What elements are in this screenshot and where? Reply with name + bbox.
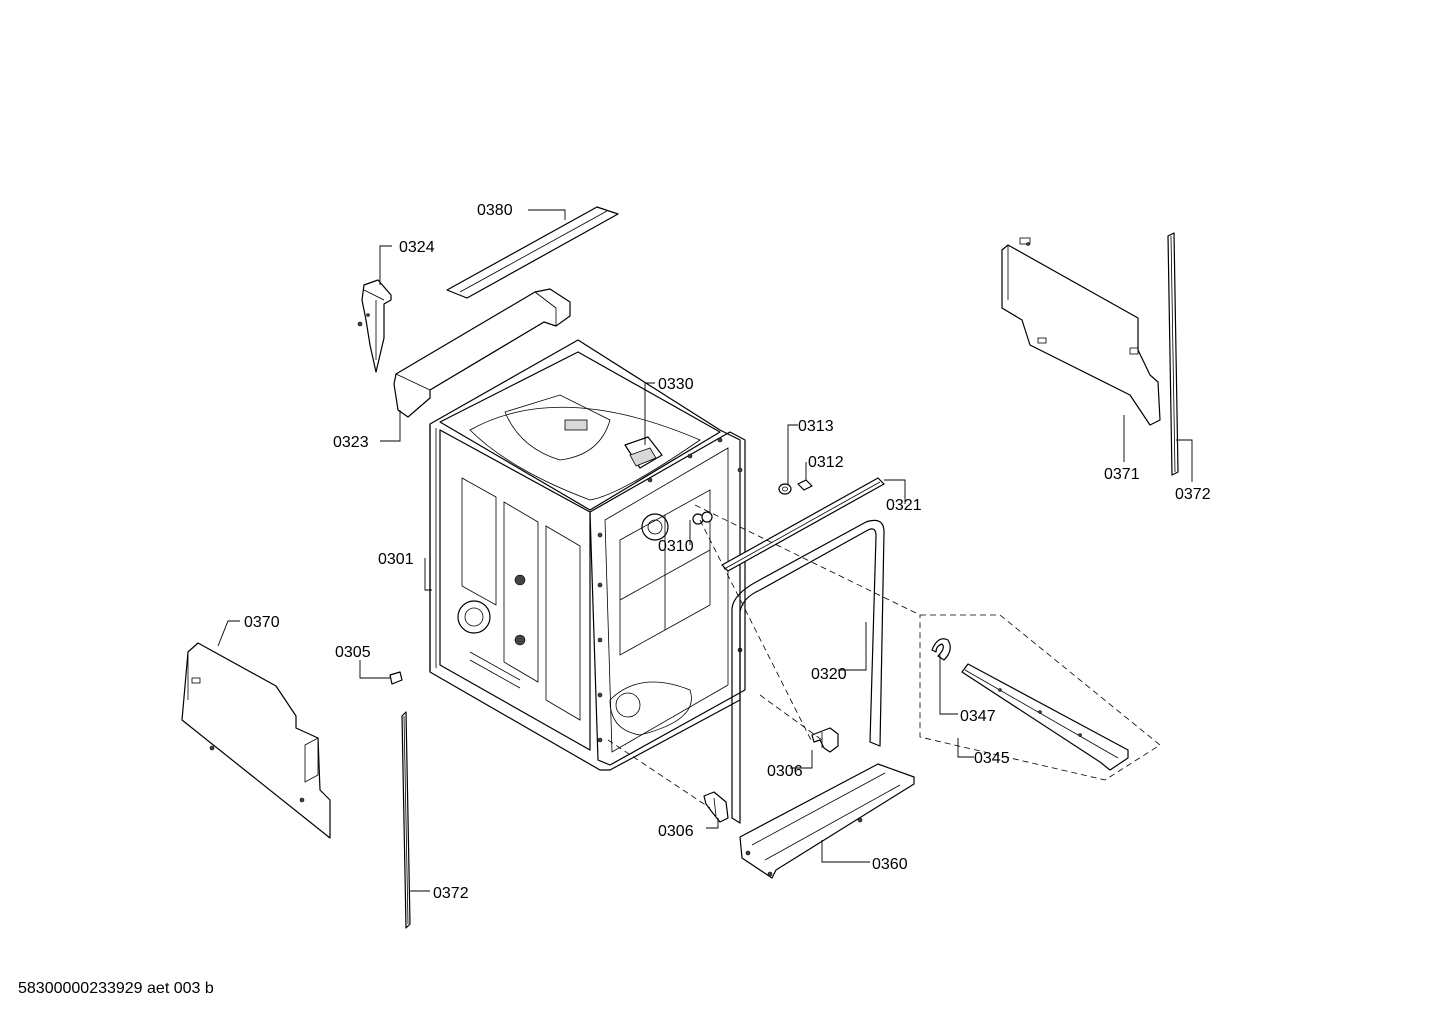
label-0347[interactable]: 0347 [960,708,996,725]
part-0345-side-rail[interactable] [961,663,1129,771]
part-0320-door-seal[interactable] [731,519,885,824]
label-0310[interactable]: 0310 [658,538,694,555]
label-0372-left[interactable]: 0372 [433,885,469,902]
part-labels: 0380 0324 0323 0330 0313 0312 0321 0310 … [244,202,1211,902]
label-0345[interactable]: 0345 [974,750,1010,767]
part-0301-tub[interactable] [429,339,746,771]
part-0312-nut[interactable] [797,479,813,491]
part-0305-clip[interactable] [389,671,403,685]
part-0347-clip[interactable] [931,638,951,661]
part-0330-top-hinge[interactable] [624,436,663,469]
label-0380[interactable]: 0380 [477,202,513,219]
part-0321-rail[interactable] [721,477,885,572]
label-0371[interactable]: 0371 [1104,466,1140,483]
part-0313-washer[interactable] [778,483,792,495]
part-0380-top-strip[interactable] [446,206,619,299]
part-0371-side-panel-right[interactable] [1001,237,1161,426]
part-0372-strip-left[interactable] [401,711,411,929]
part-0306-bracket-right[interactable] [811,727,839,753]
label-0305[interactable]: 0305 [335,644,371,661]
part-0345-kit-box [919,614,1161,781]
label-0324[interactable]: 0324 [399,239,435,256]
label-0370[interactable]: 0370 [244,614,280,631]
part-0306-bracket-left[interactable] [703,791,729,823]
part-0324-bracket[interactable] [357,279,392,373]
label-0301[interactable]: 0301 [378,551,414,568]
part-0372-strip-right[interactable] [1167,232,1179,476]
label-0312[interactable]: 0312 [808,454,844,471]
label-0330[interactable]: 0330 [658,376,694,393]
label-0360[interactable]: 0360 [872,856,908,873]
label-0313[interactable]: 0313 [798,418,834,435]
leader-lines [217,209,1193,892]
drawing-reference-id: 58300000233929 aet 003 b [18,980,214,997]
part-0370-side-panel-left[interactable] [181,642,331,839]
label-0372-right[interactable]: 0372 [1175,486,1211,503]
label-0306-right[interactable]: 0306 [767,763,803,780]
assembly-lines [607,504,921,809]
part-0360-base-tray[interactable] [739,763,915,879]
label-0323[interactable]: 0323 [333,434,369,451]
label-0320[interactable]: 0320 [811,666,847,683]
label-0321[interactable]: 0321 [886,497,922,514]
label-0306-left[interactable]: 0306 [658,823,694,840]
part-0323-top-block[interactable] [393,288,571,418]
